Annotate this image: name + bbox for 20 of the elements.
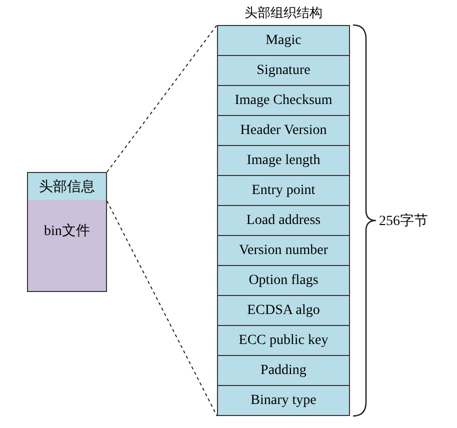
field-row: Load address bbox=[217, 205, 350, 236]
field-row: Entry point bbox=[217, 175, 350, 206]
header-field: 头部信息 bbox=[27, 172, 107, 201]
field-row: ECC public key bbox=[217, 325, 350, 356]
field-row: Signature bbox=[217, 55, 350, 86]
size-label: 256字节 bbox=[379, 212, 428, 230]
file-body-box: bin文件 bbox=[27, 200, 107, 292]
field-row: Image length bbox=[217, 145, 350, 176]
field-row: Header Version bbox=[217, 115, 350, 146]
zoom-line bbox=[106, 200, 218, 416]
field-row: Option flags bbox=[217, 265, 350, 296]
field-row: Image Checksum bbox=[217, 85, 350, 116]
structure-title: 头部组织结构 bbox=[244, 4, 324, 22]
field-row: Magic bbox=[217, 25, 350, 56]
field-row: Binary type bbox=[217, 385, 350, 416]
header-structure bbox=[217, 4, 350, 416]
field-row: ECDSA algo bbox=[217, 295, 350, 326]
field-row: Version number bbox=[217, 235, 350, 266]
zoom-line bbox=[106, 24, 218, 172]
field-row: Padding bbox=[217, 355, 350, 386]
